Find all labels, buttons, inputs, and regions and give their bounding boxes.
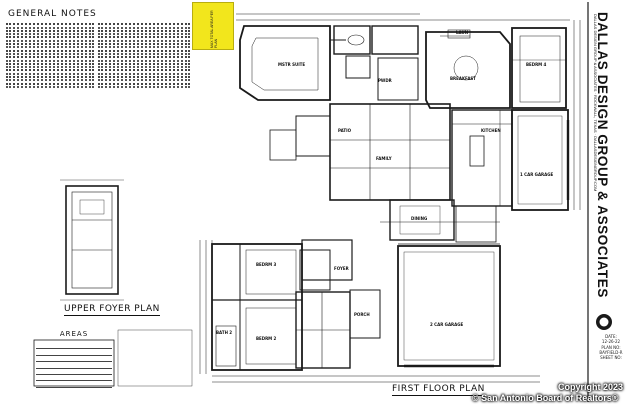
upper-foyer-plan-title: UPPER FOYER PLAN xyxy=(64,304,160,316)
room-label-breakfast: BREAKFAST xyxy=(450,76,477,81)
room-label-master-suite: MSTR SUITE xyxy=(278,62,306,67)
room-label-porch: PORCH xyxy=(354,312,370,317)
general-notes-title: GENERAL NOTES xyxy=(8,9,97,19)
company-address: DALLAS DESIGN GROUP & ASSOCIATES · ROCKW… xyxy=(593,14,598,192)
room-label-bedroom-4: BEDRM 4 xyxy=(526,62,547,67)
bedrooms-walls xyxy=(211,243,331,371)
room-label-dining: DINING xyxy=(411,216,428,221)
bedroom-4-walls xyxy=(511,27,567,109)
breakfast-walls xyxy=(425,29,511,109)
areas-section: AREAS xyxy=(34,330,114,338)
room-label-patio: PATIO xyxy=(338,128,351,133)
watermark-board: © San Antonio Board of Realtors® xyxy=(472,393,619,403)
room-label-bedroom-3: BEDRM 3 xyxy=(256,262,277,267)
room-label-two-car-garage: 2 CAR GARAGE xyxy=(430,322,464,327)
areas-table-outline xyxy=(33,329,193,387)
plan-no-label: PLAN NO: xyxy=(601,344,621,350)
plan-name: BAYFIELD-R xyxy=(599,349,623,355)
first-floor-plan-title-text: FIRST FLOOR PLAN xyxy=(392,384,485,394)
room-label-kitchen: KITCHEN xyxy=(481,128,501,133)
room-label-one-car-garage: 1 CAR GARAGE xyxy=(520,172,554,177)
room-label-bedroom-2: BEDRM 2 xyxy=(256,336,277,341)
watermark-copyright: Copyright 2023 xyxy=(558,382,624,392)
one-car-garage-walls xyxy=(511,109,570,211)
date-label: DATE: xyxy=(605,334,617,339)
sticky-note: MAX TOTAL AREA PER PLAN xyxy=(192,2,234,50)
foyer-walls xyxy=(295,239,381,369)
sheet-no-label: SHEET NO: xyxy=(600,355,622,361)
upper-foyer-plan-drawing xyxy=(60,179,124,301)
room-label-powder: PWDR xyxy=(378,78,392,83)
general-notes-column-left xyxy=(6,22,94,122)
kitchen-walls xyxy=(451,109,513,207)
master-suite-walls xyxy=(239,25,419,101)
room-label-bath-2: BATH 2 xyxy=(216,330,233,335)
general-notes-panel: GENERAL NOTES xyxy=(2,4,192,124)
general-notes-column-right xyxy=(98,22,190,122)
two-car-garage-walls xyxy=(397,243,501,368)
room-label-laundry: LAUN xyxy=(456,30,469,35)
family-walls xyxy=(269,103,451,201)
room-label-foyer: FOYER xyxy=(334,266,349,271)
areas-table-rows xyxy=(36,343,112,388)
upper-foyer-plan-title-text: UPPER FOYER PLAN xyxy=(64,304,160,314)
first-floor-plan-title: FIRST FLOOR PLAN xyxy=(392,384,485,396)
title-block-address: DALLAS DESIGN GROUP & ASSOCIATES · ROCKW… xyxy=(593,14,598,191)
dining-walls xyxy=(389,199,497,243)
title-block-info: DATE: 12-26-22 PLAN NO: BAYFIELD-R SHEET… xyxy=(590,334,632,360)
dimension-lines xyxy=(199,13,581,383)
date-value: 12-26-22 xyxy=(601,339,621,345)
areas-title: AREAS xyxy=(59,330,89,338)
room-label-family: FAMILY xyxy=(376,156,392,161)
